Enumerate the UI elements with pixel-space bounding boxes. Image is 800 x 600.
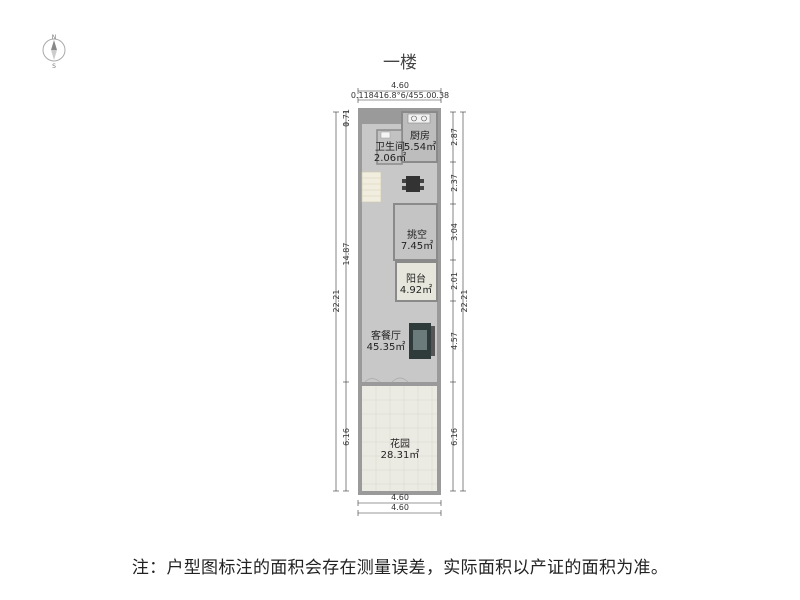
compass-n: N: [52, 34, 57, 41]
stairs-icon: [361, 171, 382, 203]
left-dim-c: 22.21: [332, 290, 341, 313]
left-dim-a: 0.71: [342, 109, 351, 127]
garden-tiles: [362, 386, 437, 491]
compass-icon: N S: [34, 30, 74, 70]
compass-s: S: [52, 63, 56, 70]
bathroom-area: 2.06㎡: [374, 152, 406, 164]
sofa-set-icon: [409, 323, 435, 359]
right-dim-a: 2.87: [450, 128, 459, 146]
right-dim-b: 2.37: [450, 174, 459, 192]
top-dimension-lines: [357, 88, 442, 103]
right-dim-total: 22.21: [460, 290, 469, 313]
void-area: 7.45㎡: [401, 240, 433, 252]
stove-icon: [407, 113, 431, 124]
left-dim-b: 14.87: [342, 243, 351, 266]
right-dimension-lines: [450, 111, 466, 492]
kitchen-area: 5.54㎡: [404, 141, 436, 153]
garden-name: 花园: [390, 437, 410, 450]
left-dim-d: 6.16: [342, 428, 351, 446]
bathroom-name: 卫生间: [375, 140, 405, 153]
garden-area: 28.31㎡: [381, 449, 420, 461]
balcony-room: [395, 261, 438, 302]
void-room: [393, 203, 438, 261]
right-dim-e: 4.57: [450, 332, 459, 350]
door-arc: [391, 377, 409, 383]
bottom-dim-first: 4.60: [391, 493, 409, 502]
right-dim-f: 6.16: [450, 428, 459, 446]
door-arc: [364, 378, 381, 383]
top-dim-segments: 0.118416.8°6/455.00.38: [351, 91, 449, 100]
bottom-dimension-lines: [357, 500, 442, 516]
bottom-dim-second: 4.60: [391, 503, 409, 512]
living-area: 45.35㎡: [367, 341, 406, 353]
right-dim-c: 3.04: [450, 223, 459, 241]
left-dimension-lines: [333, 111, 349, 492]
floor-title: 一楼: [383, 53, 417, 73]
void-name: 挑空: [407, 228, 427, 241]
dining-table-icon: [402, 176, 424, 192]
garden-floor: [362, 386, 437, 491]
area-disclaimer: 注：户型图标注的面积会存在测量误差，实际面积以产证的面积为准。: [131, 558, 669, 578]
living-name: 客餐厅: [371, 329, 401, 342]
top-dim-total: 4.60: [391, 81, 409, 90]
kitchen-name: 厨房: [410, 129, 430, 142]
toilet-icon: [380, 131, 391, 139]
balcony-area: 4.92㎡: [400, 284, 432, 296]
balcony-name: 阳台: [406, 272, 426, 285]
right-dim-d: 2.01: [450, 272, 459, 290]
